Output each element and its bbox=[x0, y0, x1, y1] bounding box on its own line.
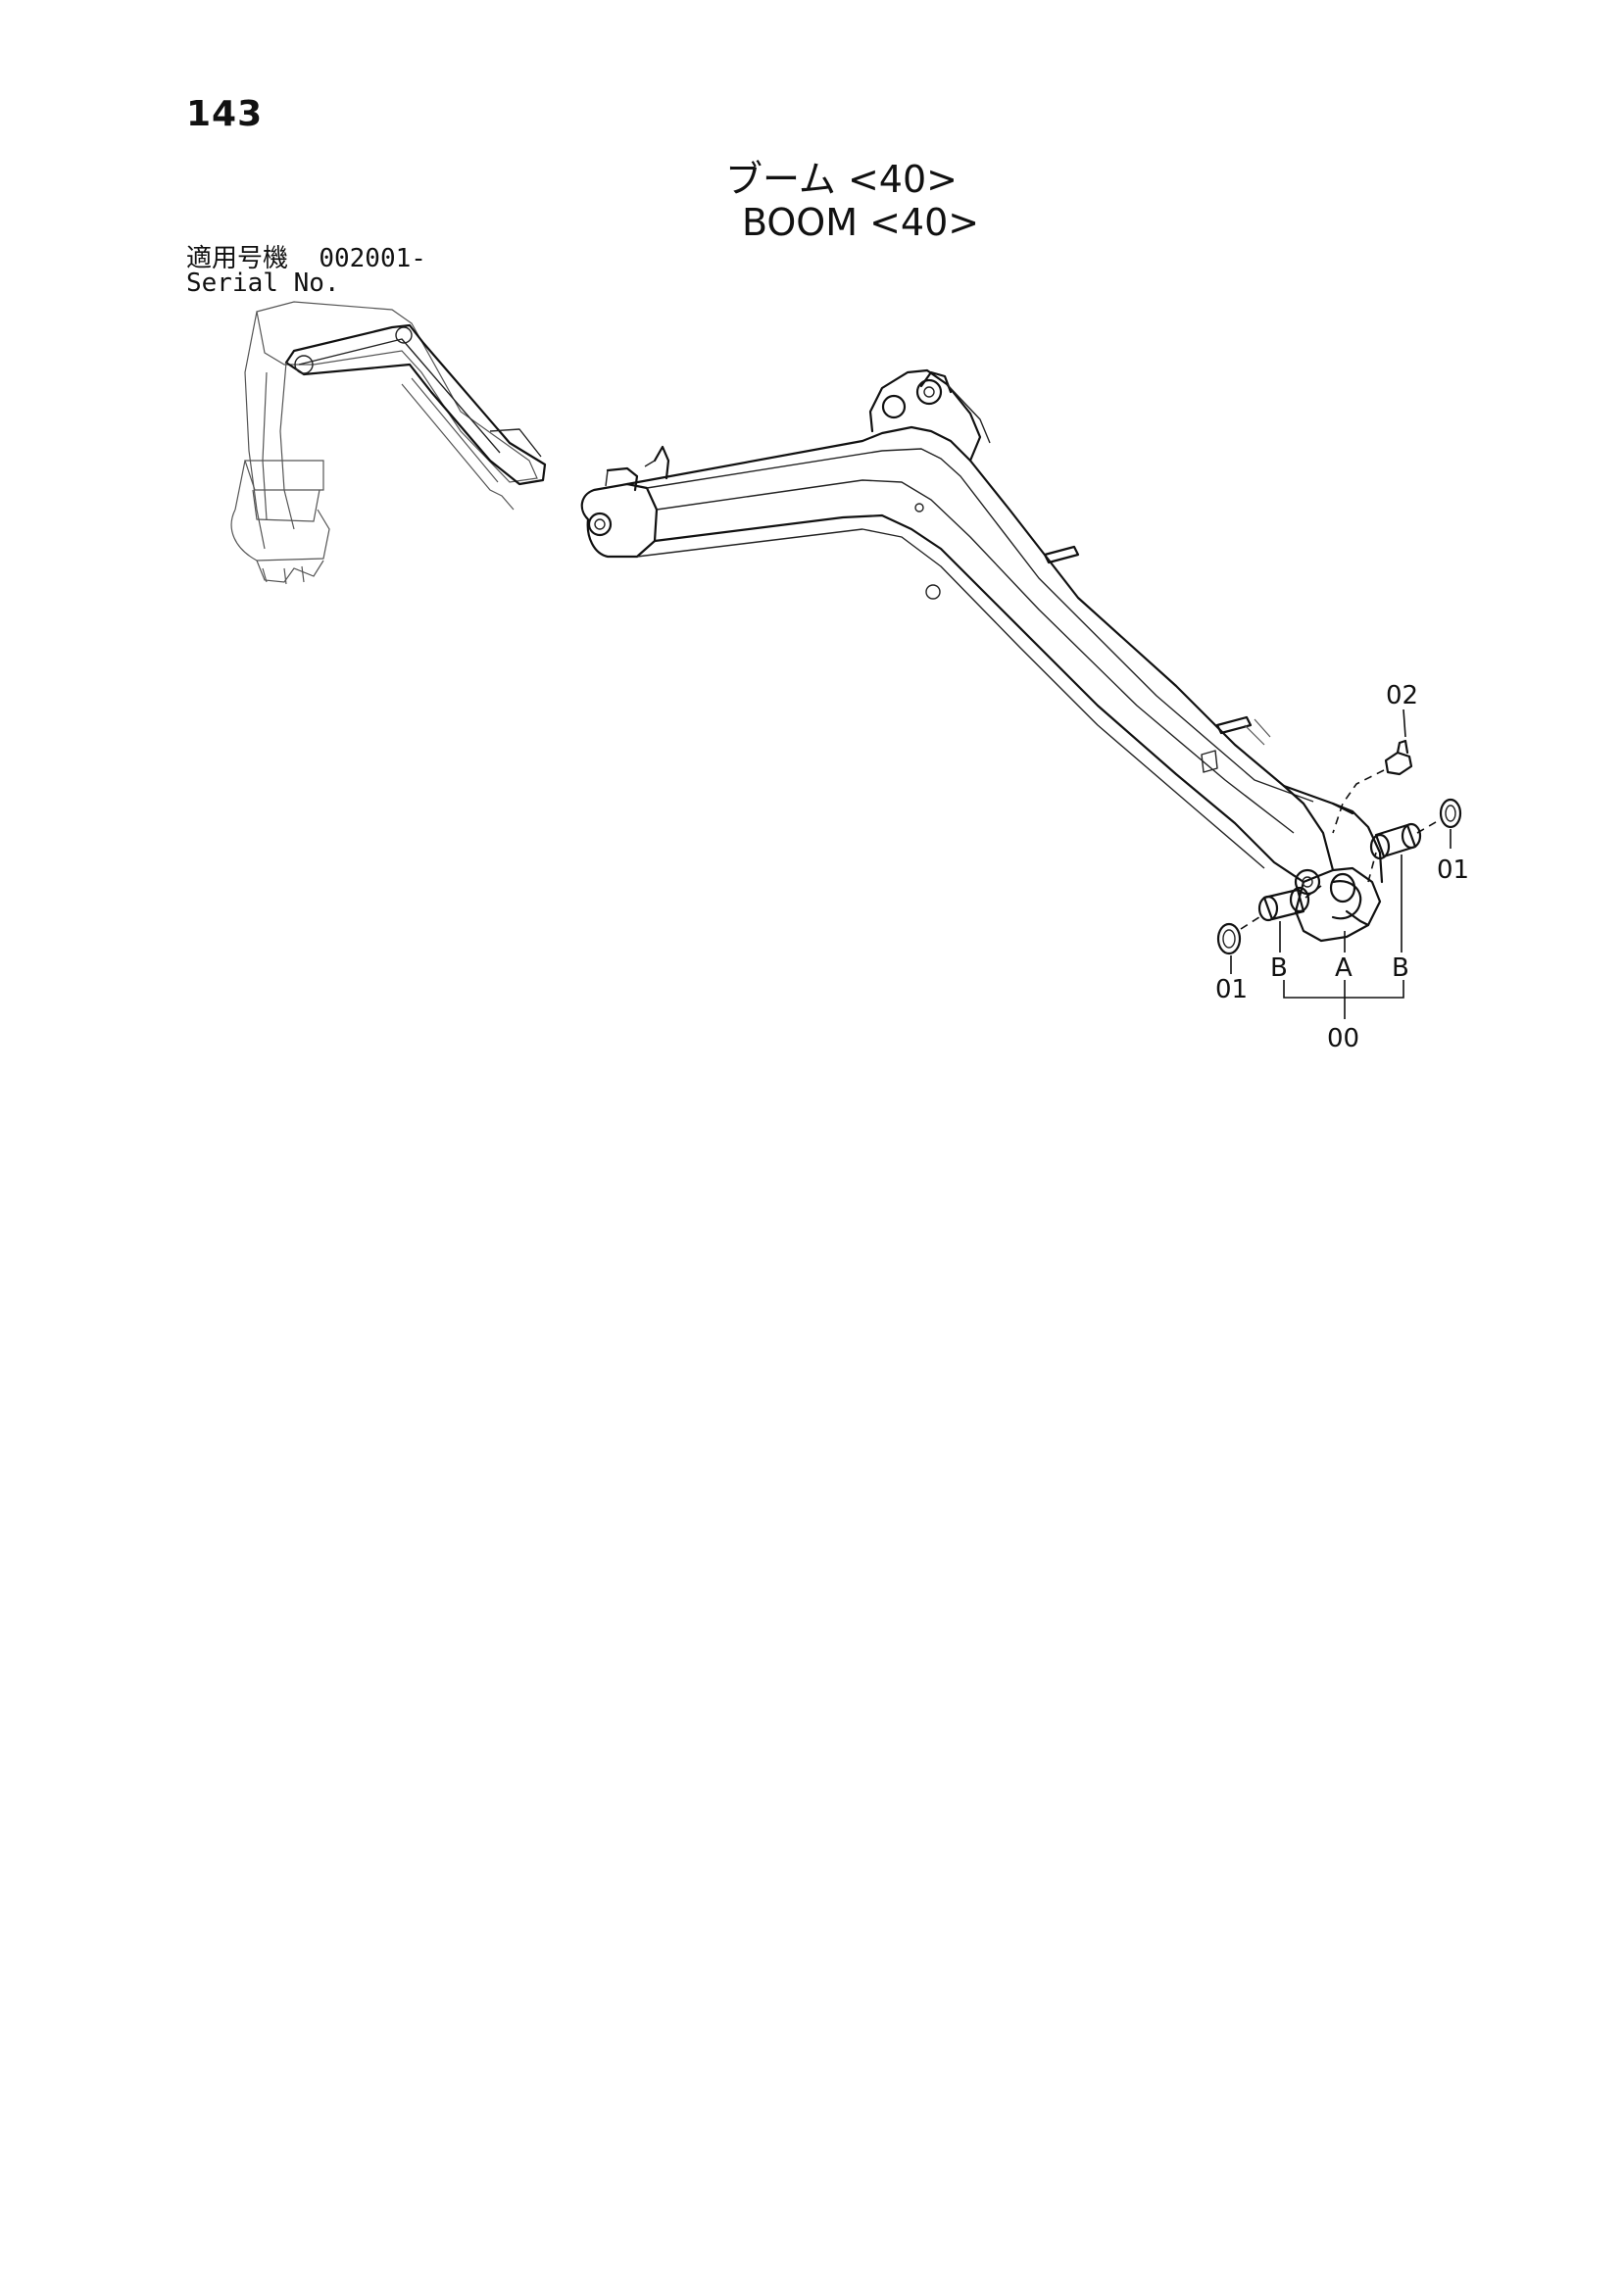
callout-01-right: 01 bbox=[1437, 855, 1469, 885]
page-number: 143 bbox=[186, 94, 264, 134]
serial-row-jp: 適用号機 002001- bbox=[186, 244, 426, 273]
callout-b-right: B bbox=[1392, 953, 1409, 983]
title-japanese: ブーム <40> bbox=[725, 158, 958, 201]
callout-a: A bbox=[1335, 953, 1353, 983]
serial-label-jp: 適用号機 bbox=[186, 244, 289, 273]
seal-01-right bbox=[1439, 798, 1462, 829]
boom-main-drawing bbox=[580, 368, 1384, 943]
bushing-b-left bbox=[1257, 886, 1310, 922]
callout-01-left: 01 bbox=[1215, 975, 1248, 1004]
excavator-reference-sketch bbox=[230, 301, 547, 585]
callout-b-left: B bbox=[1270, 953, 1288, 983]
bushing-b-right bbox=[1369, 822, 1422, 860]
callout-leaders bbox=[1230, 708, 1452, 1019]
serial-label-en: Serial No. bbox=[186, 269, 340, 298]
grease-fitting-02 bbox=[1332, 739, 1413, 834]
title-english: BOOM <40> bbox=[742, 201, 980, 244]
serial-info: 適用号機 002001- Serial No. bbox=[186, 244, 426, 298]
callout-00: 00 bbox=[1327, 1024, 1359, 1053]
loose-parts bbox=[1216, 739, 1462, 955]
seal-01-left bbox=[1216, 922, 1242, 955]
callout-02: 02 bbox=[1386, 681, 1418, 710]
serial-value: 002001- bbox=[319, 244, 426, 273]
